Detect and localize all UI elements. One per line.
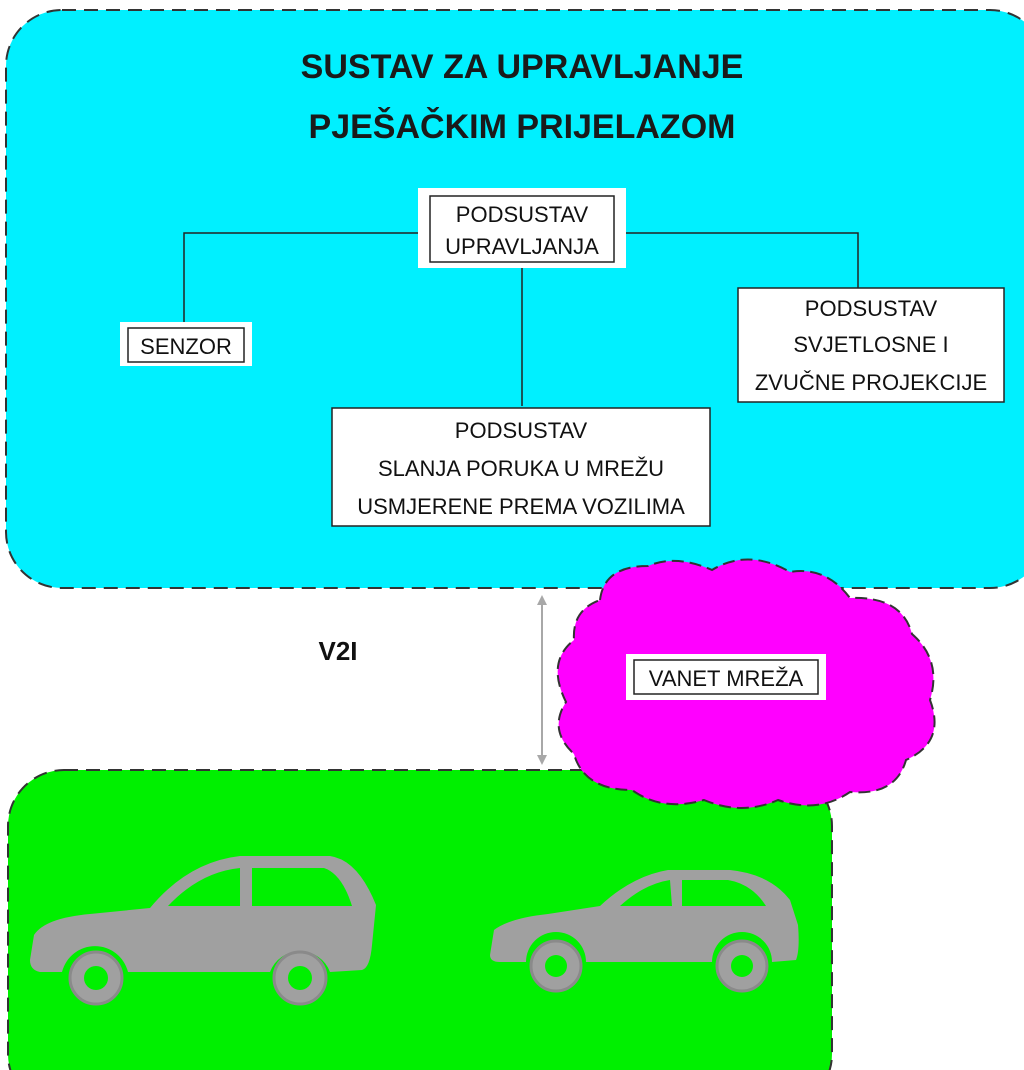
control-subsystem-label-line2: UPRAVLJANJA [445,234,599,259]
sensor-label: SENZOR [140,334,232,359]
control-subsystem-border [429,195,615,263]
vehicle-region-background [7,769,833,1070]
light-sound-subsystem-label-line2: SVJETLOSNE I [793,332,948,357]
system-title-line2: PJEŠAČKIM PRIJELAZOM [309,107,736,146]
messaging-subsystem-border [331,407,711,527]
vanet-cloud: VANET MREŽA [556,558,936,809]
light-sound-subsystem-box: PODSUSTAV SVJETLOSNE I ZVUČNE PROJEKCIJE [737,287,1005,403]
light-sound-subsystem-label-line3: ZVUČNE PROJEKCIJE [755,370,987,395]
connector-to-sensor [183,232,430,322]
sensor-box: SENZOR [120,322,252,366]
suv-icon [30,856,376,1006]
messaging-subsystem-box: PODSUSTAV SLANJA PORUKA U MREŽU USMJEREN… [331,407,711,527]
vanet-label: VANET MREŽA [649,666,804,691]
v2i-link: V2I [318,595,547,765]
messaging-subsystem-label-line1: PODSUSTAV [455,418,588,443]
messaging-subsystem-label-line2: SLANJA PORUKA U MREŽU [378,456,664,481]
v2i-label: V2I [318,636,357,666]
light-sound-subsystem-label-line1: PODSUSTAV [805,296,938,321]
messaging-subsystem-label-line3: USMJERENE PREMA VOZILIMA [357,494,685,519]
system-title-line1: SUSTAV ZA UPRAVLJANJE [301,48,744,86]
light-sound-subsystem-border [737,287,1005,403]
vehicle-region [7,769,833,1070]
connector-to-light-sound [614,232,859,288]
sports-car-icon [490,870,799,993]
vanet-label-border [633,659,819,695]
sensor-border [127,327,245,363]
system-region-background [5,9,1024,589]
system-region: SUSTAV ZA UPRAVLJANJE PJEŠAČKIM PRIJELAZ… [5,9,1024,589]
connector-lines [183,232,859,406]
control-subsystem-box: PODSUSTAV UPRAVLJANJA [418,188,626,268]
control-subsystem-label-line1: PODSUSTAV [456,202,589,227]
